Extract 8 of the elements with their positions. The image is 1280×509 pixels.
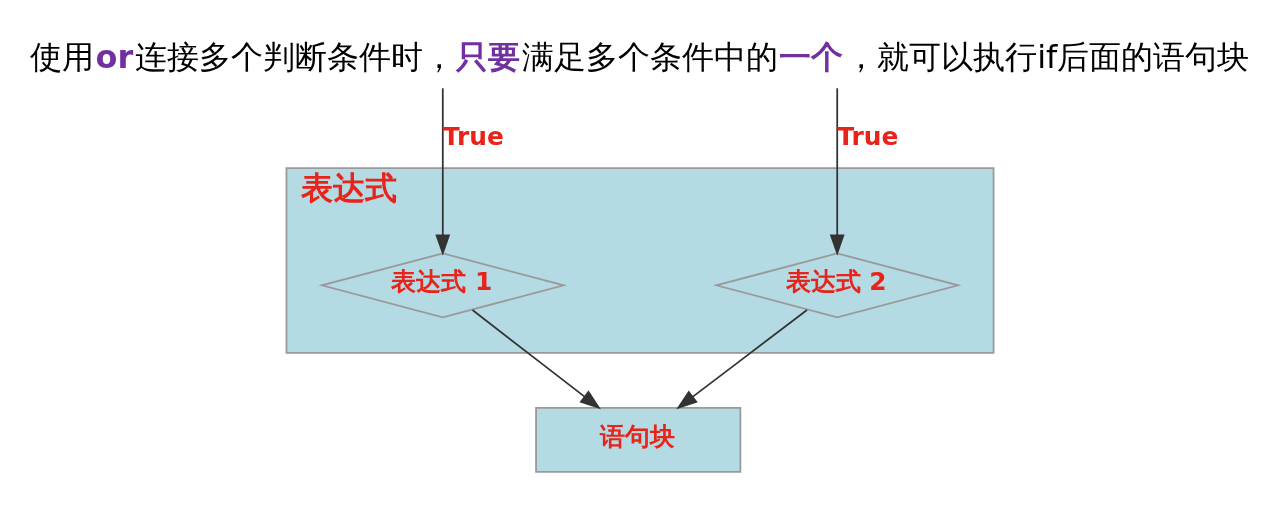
node-box: 语句块 — [535, 407, 742, 473]
arrow — [676, 309, 808, 410]
diagram-title: 使用or连接多个判断条件时，只要满足多个条件中的一个，就可以执行if后面的语句块 — [29, 38, 1250, 77]
arrow — [471, 309, 601, 410]
node-diamond: 表达式 2 — [712, 252, 962, 319]
node-diamond: 表达式 1 — [318, 252, 568, 319]
arrow — [435, 87, 451, 256]
arrow — [829, 87, 845, 256]
